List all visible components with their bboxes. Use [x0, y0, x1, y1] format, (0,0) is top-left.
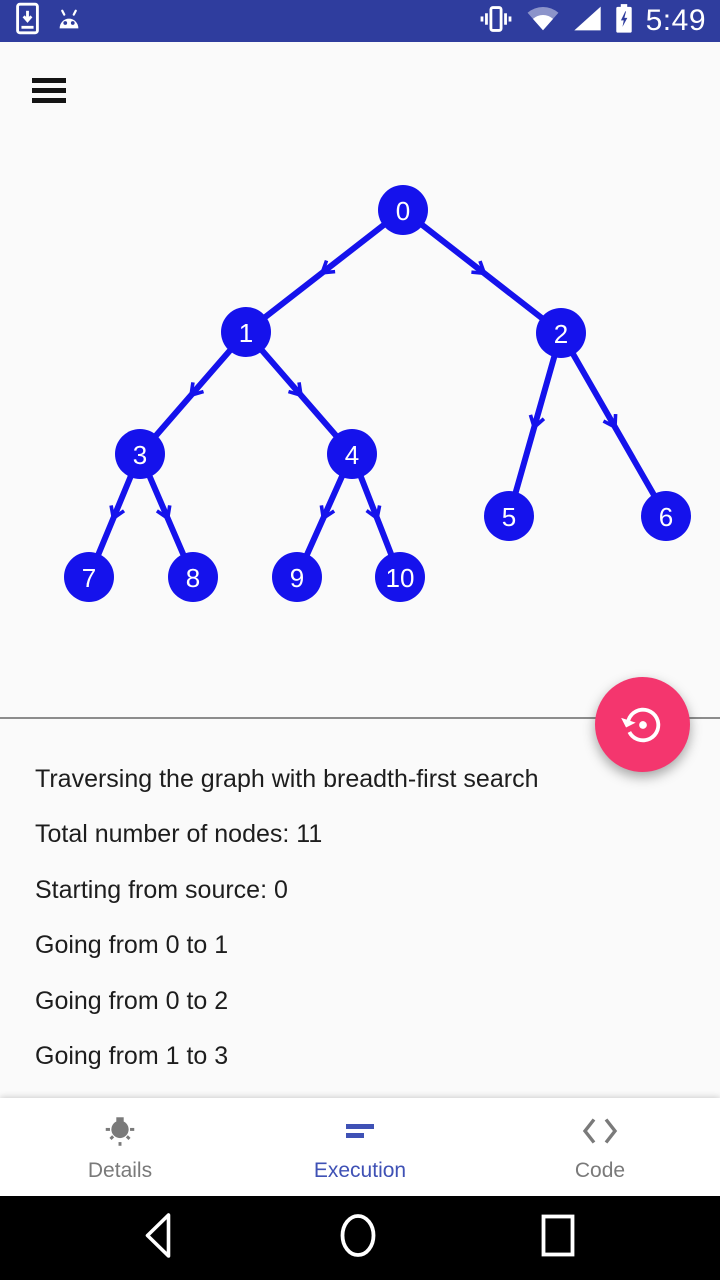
log-line: Total number of nodes: 11	[35, 820, 323, 849]
tab-code[interactable]: Code	[480, 1098, 720, 1196]
graph-node-label: 7	[82, 563, 96, 593]
graph-node	[375, 552, 425, 602]
battery-charging-icon	[615, 3, 633, 39]
graph-edge	[243, 207, 406, 335]
graph-node-label: 9	[290, 563, 304, 593]
lightbulb-icon	[101, 1112, 139, 1150]
tab-details-label: Details	[87, 1158, 153, 1182]
android-navigation-bar	[0, 1196, 720, 1280]
graph-node	[64, 552, 114, 602]
graph-node-label: 4	[345, 440, 359, 470]
graph-node-label: 10	[386, 563, 415, 593]
status-bar: 5:49	[0, 0, 720, 42]
wifi-icon	[526, 5, 560, 37]
back-button[interactable]	[144, 1212, 172, 1265]
recents-button[interactable]	[540, 1213, 576, 1264]
home-icon	[340, 1214, 376, 1257]
graph-edge	[243, 329, 355, 457]
code-icon	[580, 1112, 620, 1150]
log-line: Starting from source: 0	[35, 875, 288, 904]
graph-node-label: 8	[186, 563, 200, 593]
graph-node-label: 3	[133, 440, 147, 470]
graph-node	[484, 491, 534, 541]
restart-icon	[620, 707, 660, 742]
signal-icon	[573, 5, 602, 37]
graph-node-label: 2	[554, 319, 568, 349]
download-icon	[14, 2, 41, 40]
graph-node	[221, 307, 271, 357]
vibrate-icon	[479, 5, 513, 38]
execution-log: Traversing the graph with breadth-first …	[35, 752, 704, 1084]
section-divider	[0, 717, 720, 719]
tab-code-label: Code	[574, 1158, 626, 1182]
graph-node	[378, 185, 428, 235]
graph-edge	[400, 207, 564, 336]
clock-text: 5:49	[645, 4, 706, 37]
android-robot-icon	[54, 4, 84, 39]
log-line: Going from 0 to 2	[35, 986, 229, 1015]
bottom-navigation: Details Execution Code	[0, 1098, 720, 1196]
graph-node-label: 5	[502, 502, 516, 532]
graph-node-label: 0	[396, 196, 410, 226]
execution-bars-icon	[346, 1112, 374, 1150]
log-line: Going from 1 to 3	[35, 1041, 229, 1070]
restart-fab-button[interactable]	[595, 677, 690, 772]
recents-icon	[541, 1214, 575, 1257]
hamburger-menu-icon[interactable]	[32, 78, 66, 103]
home-button[interactable]	[338, 1212, 378, 1265]
graph-nodes: 0 1 2 3 4 5 6 7 8 9 10	[64, 185, 691, 602]
status-bar-right: 5:49	[479, 3, 706, 39]
graph-node	[115, 429, 165, 479]
graph-edge	[506, 330, 564, 519]
graph-node	[168, 552, 218, 602]
tab-execution[interactable]: Execution	[240, 1098, 480, 1196]
graph-node-label: 6	[659, 502, 673, 532]
graph-edge	[558, 330, 669, 519]
graph-edge	[137, 329, 249, 457]
graph-edges	[86, 207, 669, 580]
graph-node	[641, 491, 691, 541]
graph-node	[272, 552, 322, 602]
log-line: Traversing the graph with breadth-first …	[35, 765, 539, 793]
tab-details[interactable]: Details	[0, 1098, 240, 1196]
status-bar-left	[14, 2, 84, 40]
tab-execution-label: Execution	[313, 1158, 407, 1182]
graph-canvas: 0 1 2 3 4 5 6 7 8 9 10	[64, 185, 691, 602]
log-line: Going from 0 to 1	[35, 931, 229, 960]
graph-node	[327, 429, 377, 479]
back-icon	[145, 1213, 171, 1258]
graph-node	[536, 308, 586, 358]
graph-node-label: 1	[239, 318, 253, 348]
